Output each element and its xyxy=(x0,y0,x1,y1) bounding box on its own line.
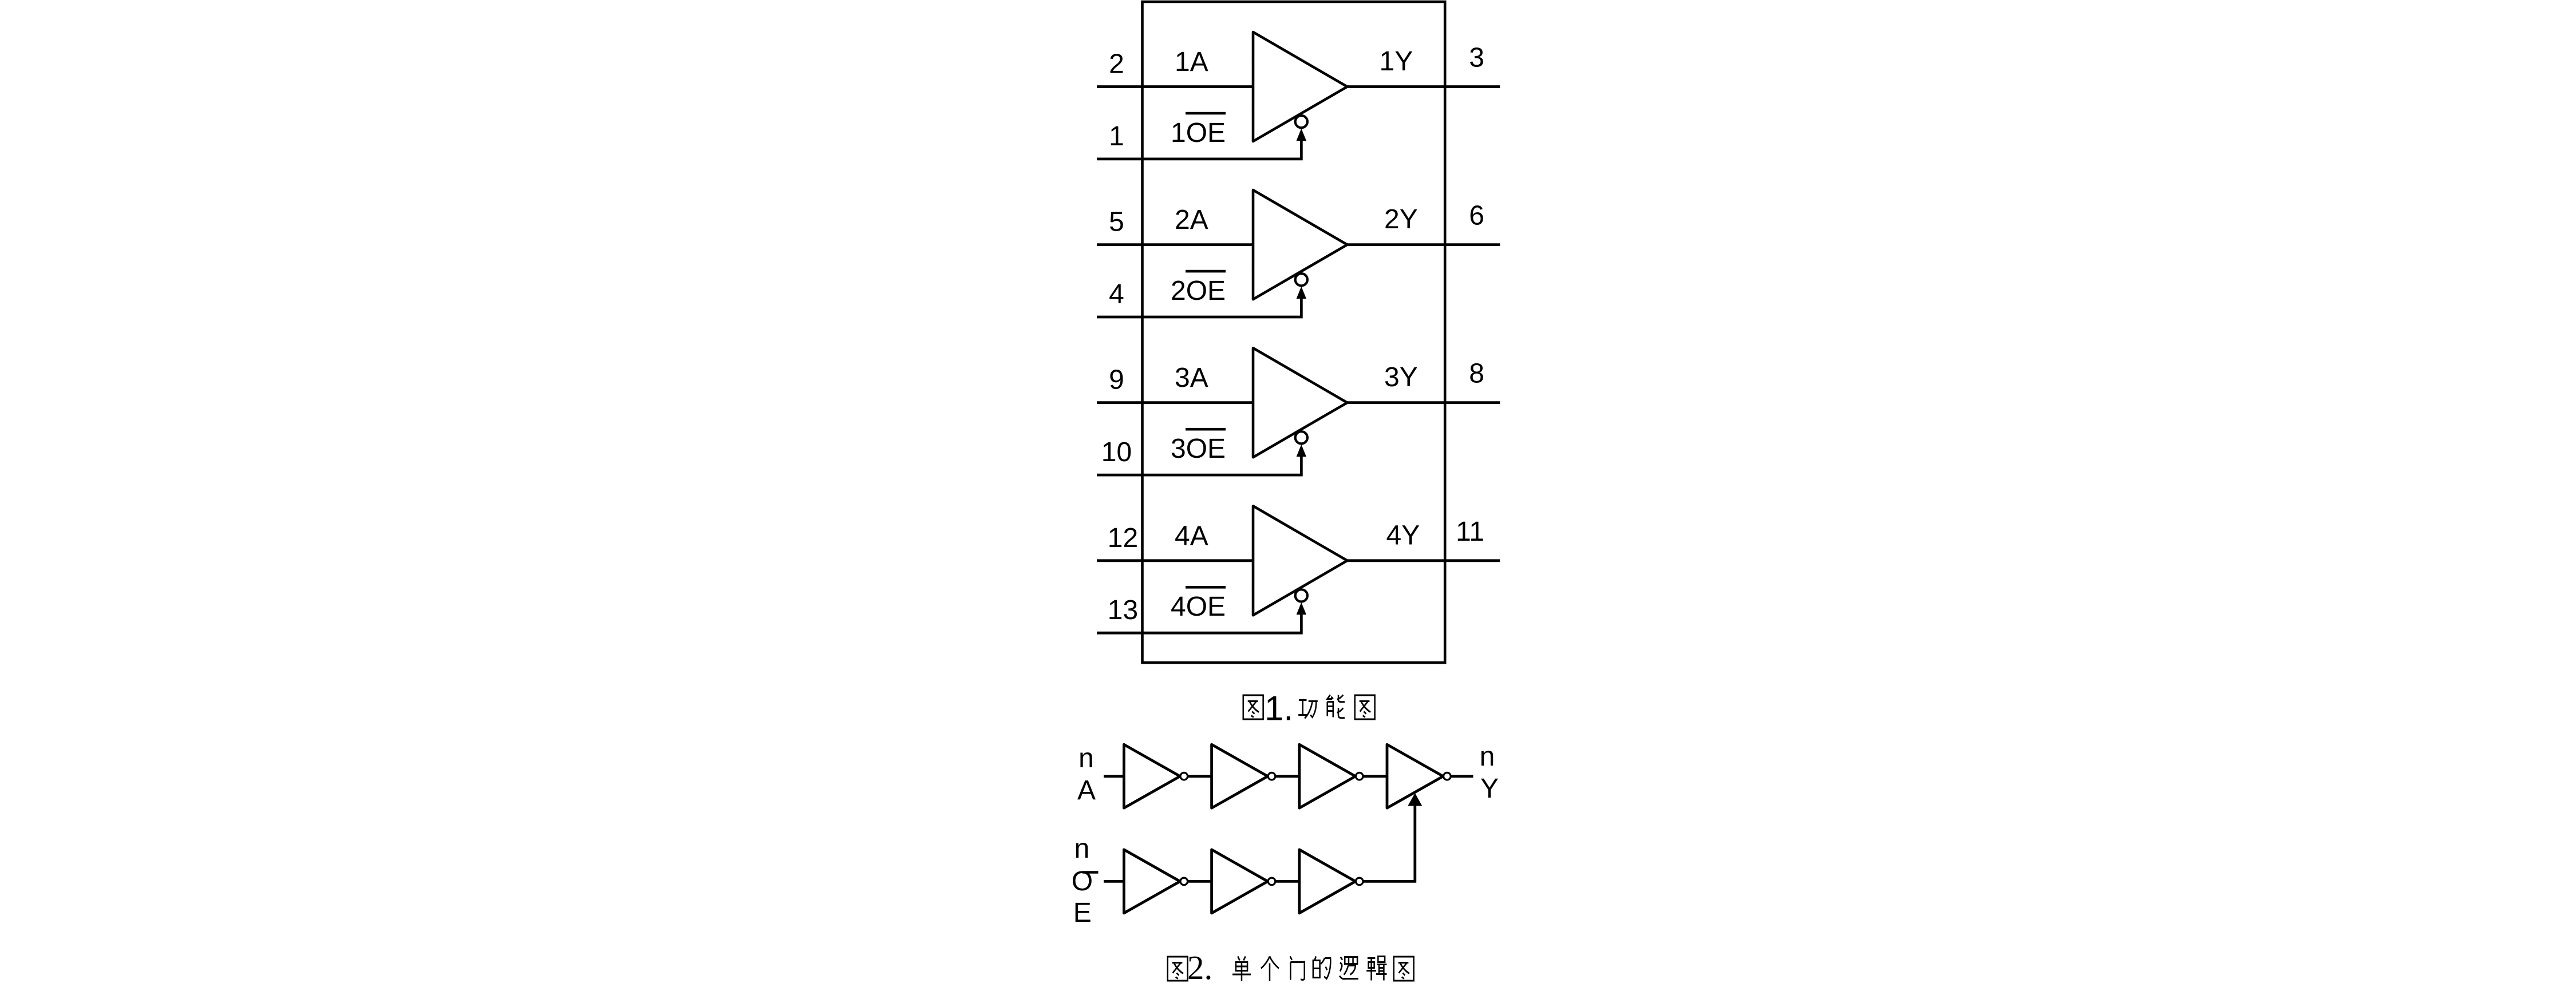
svg-text:O: O xyxy=(1072,866,1093,897)
svg-text:5: 5 xyxy=(1109,207,1124,237)
svg-text:2A: 2A xyxy=(1175,205,1208,235)
svg-text:n: n xyxy=(1074,834,1090,864)
svg-text:2: 2 xyxy=(1109,49,1124,80)
svg-text:E: E xyxy=(1073,898,1092,928)
svg-text:3A: 3A xyxy=(1175,363,1208,393)
svg-text:3Y: 3Y xyxy=(1384,362,1418,393)
svg-text:9: 9 xyxy=(1109,365,1124,395)
svg-text:4OE: 4OE xyxy=(1171,592,1226,622)
svg-text:1OE: 1OE xyxy=(1171,118,1226,148)
svg-text:1.: 1. xyxy=(1265,689,1293,728)
svg-text:3: 3 xyxy=(1469,43,1484,73)
svg-text:4: 4 xyxy=(1109,279,1124,310)
svg-text:6: 6 xyxy=(1469,201,1484,231)
svg-text:n: n xyxy=(1480,742,1495,772)
svg-text:8: 8 xyxy=(1469,359,1484,389)
svg-text:4Y: 4Y xyxy=(1386,520,1420,550)
svg-text:2OE: 2OE xyxy=(1171,276,1226,306)
svg-text:1: 1 xyxy=(1109,121,1124,152)
svg-text:13: 13 xyxy=(1108,595,1138,625)
svg-text:4A: 4A xyxy=(1175,521,1208,551)
svg-text:2.: 2. xyxy=(1187,949,1212,986)
svg-text:12: 12 xyxy=(1108,523,1138,553)
svg-text:Y: Y xyxy=(1480,774,1499,804)
svg-text:n: n xyxy=(1078,743,1094,774)
svg-text:3OE: 3OE xyxy=(1171,434,1226,464)
svg-text:2Y: 2Y xyxy=(1384,204,1418,235)
svg-text:10: 10 xyxy=(1101,437,1132,467)
svg-text:1Y: 1Y xyxy=(1380,46,1413,77)
svg-text:1A: 1A xyxy=(1175,47,1208,77)
svg-text:11: 11 xyxy=(1456,517,1484,547)
svg-text:A: A xyxy=(1077,775,1096,806)
